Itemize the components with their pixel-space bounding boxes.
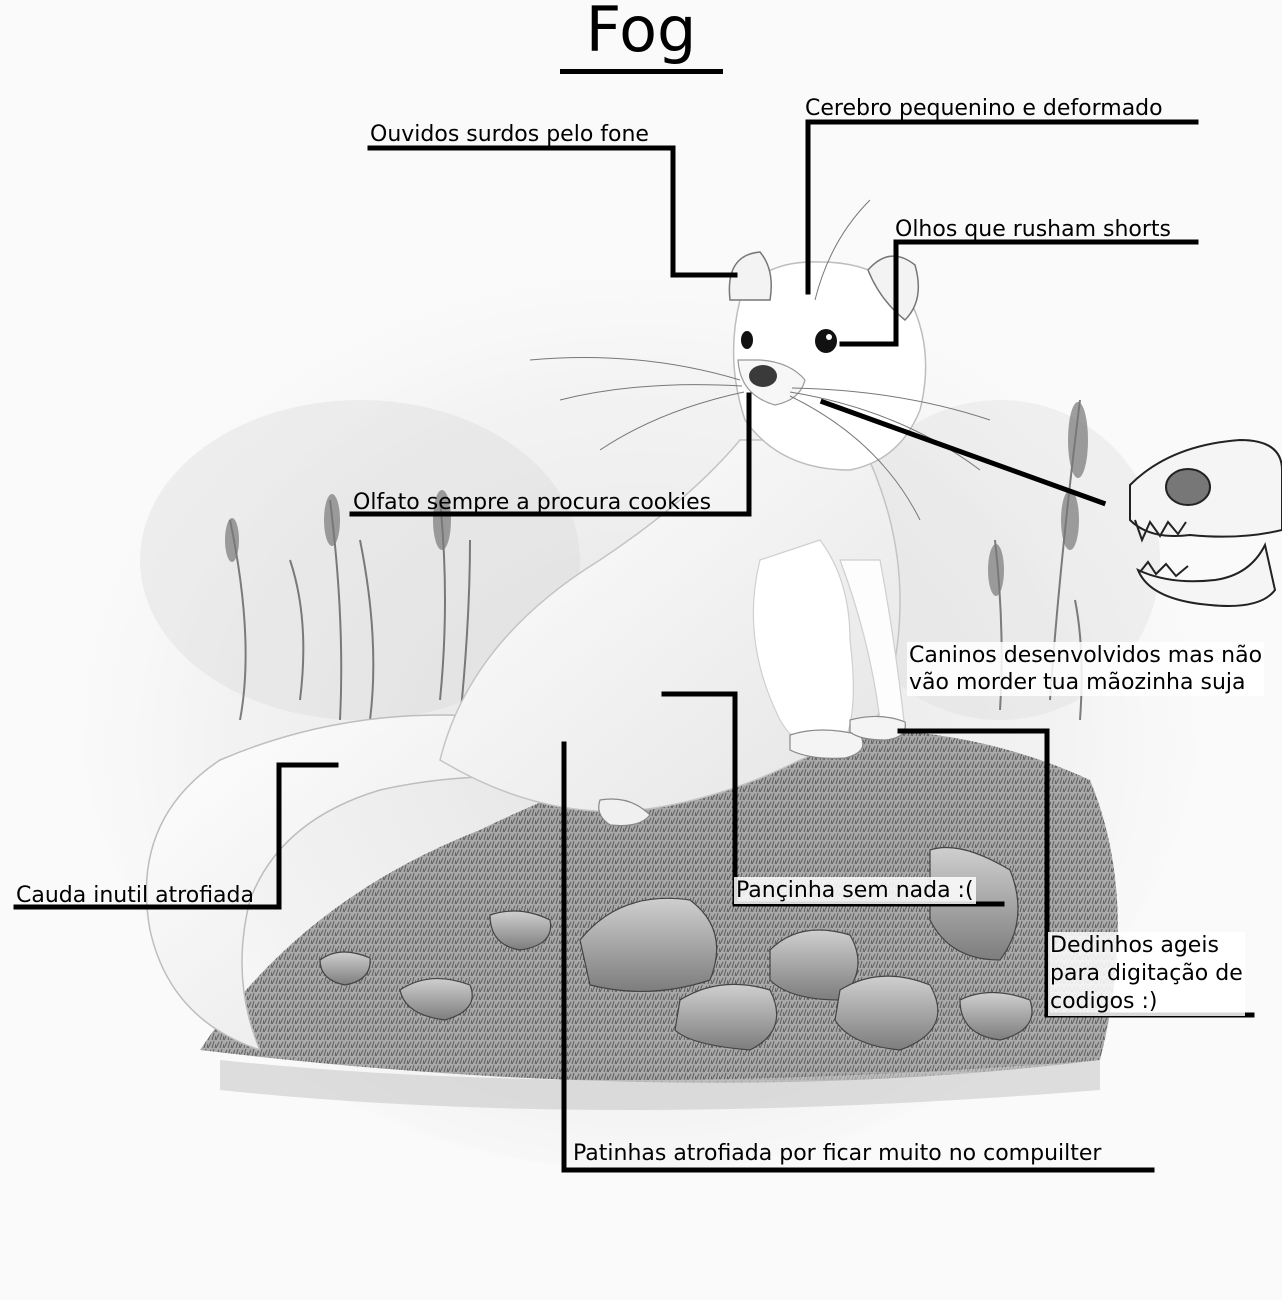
eyes-leader-line	[839, 239, 1199, 347]
skull-icon	[1129, 438, 1282, 607]
label-canines: Caninos desenvolvidos mas não vão morder…	[907, 642, 1265, 696]
title-underline	[560, 69, 723, 74]
label-ears: Ouvidos surdos pelo fone	[370, 122, 649, 147]
ground-rocks	[200, 728, 1118, 1110]
brain-leader-line	[805, 119, 1199, 295]
ears-leader-line	[367, 145, 738, 278]
canines-leader-line	[819, 398, 1107, 507]
label-belly: Pançinha sem nada :(	[734, 877, 976, 904]
page-title: Fog	[585, 0, 697, 66]
label-brain: Cerebro pequenino e deformado	[805, 96, 1163, 121]
stoat-illustration	[145, 199, 991, 1052]
nose-icon	[749, 365, 777, 387]
tail-leader-line	[13, 762, 339, 910]
belly-leader-line	[661, 691, 1005, 907]
annotation-lines	[13, 119, 1255, 1173]
label-eyes: Olhos que rusham shorts	[895, 217, 1172, 242]
grass-seed-icon	[225, 402, 1088, 596]
label-paws: Patinhas atrofiada por ficar muito no co…	[573, 1141, 1102, 1166]
label-fingers: Dedinhos ageis para digitação de codigos…	[1048, 932, 1245, 1016]
nose-leader-line	[349, 392, 752, 517]
eye-icon	[815, 329, 837, 353]
label-nose: Olfato sempre a procura cookies	[353, 490, 712, 515]
eye-icon	[741, 331, 753, 349]
paws-leader-line	[561, 741, 1155, 1173]
label-tail: Cauda inutil atrofiada	[16, 883, 254, 908]
